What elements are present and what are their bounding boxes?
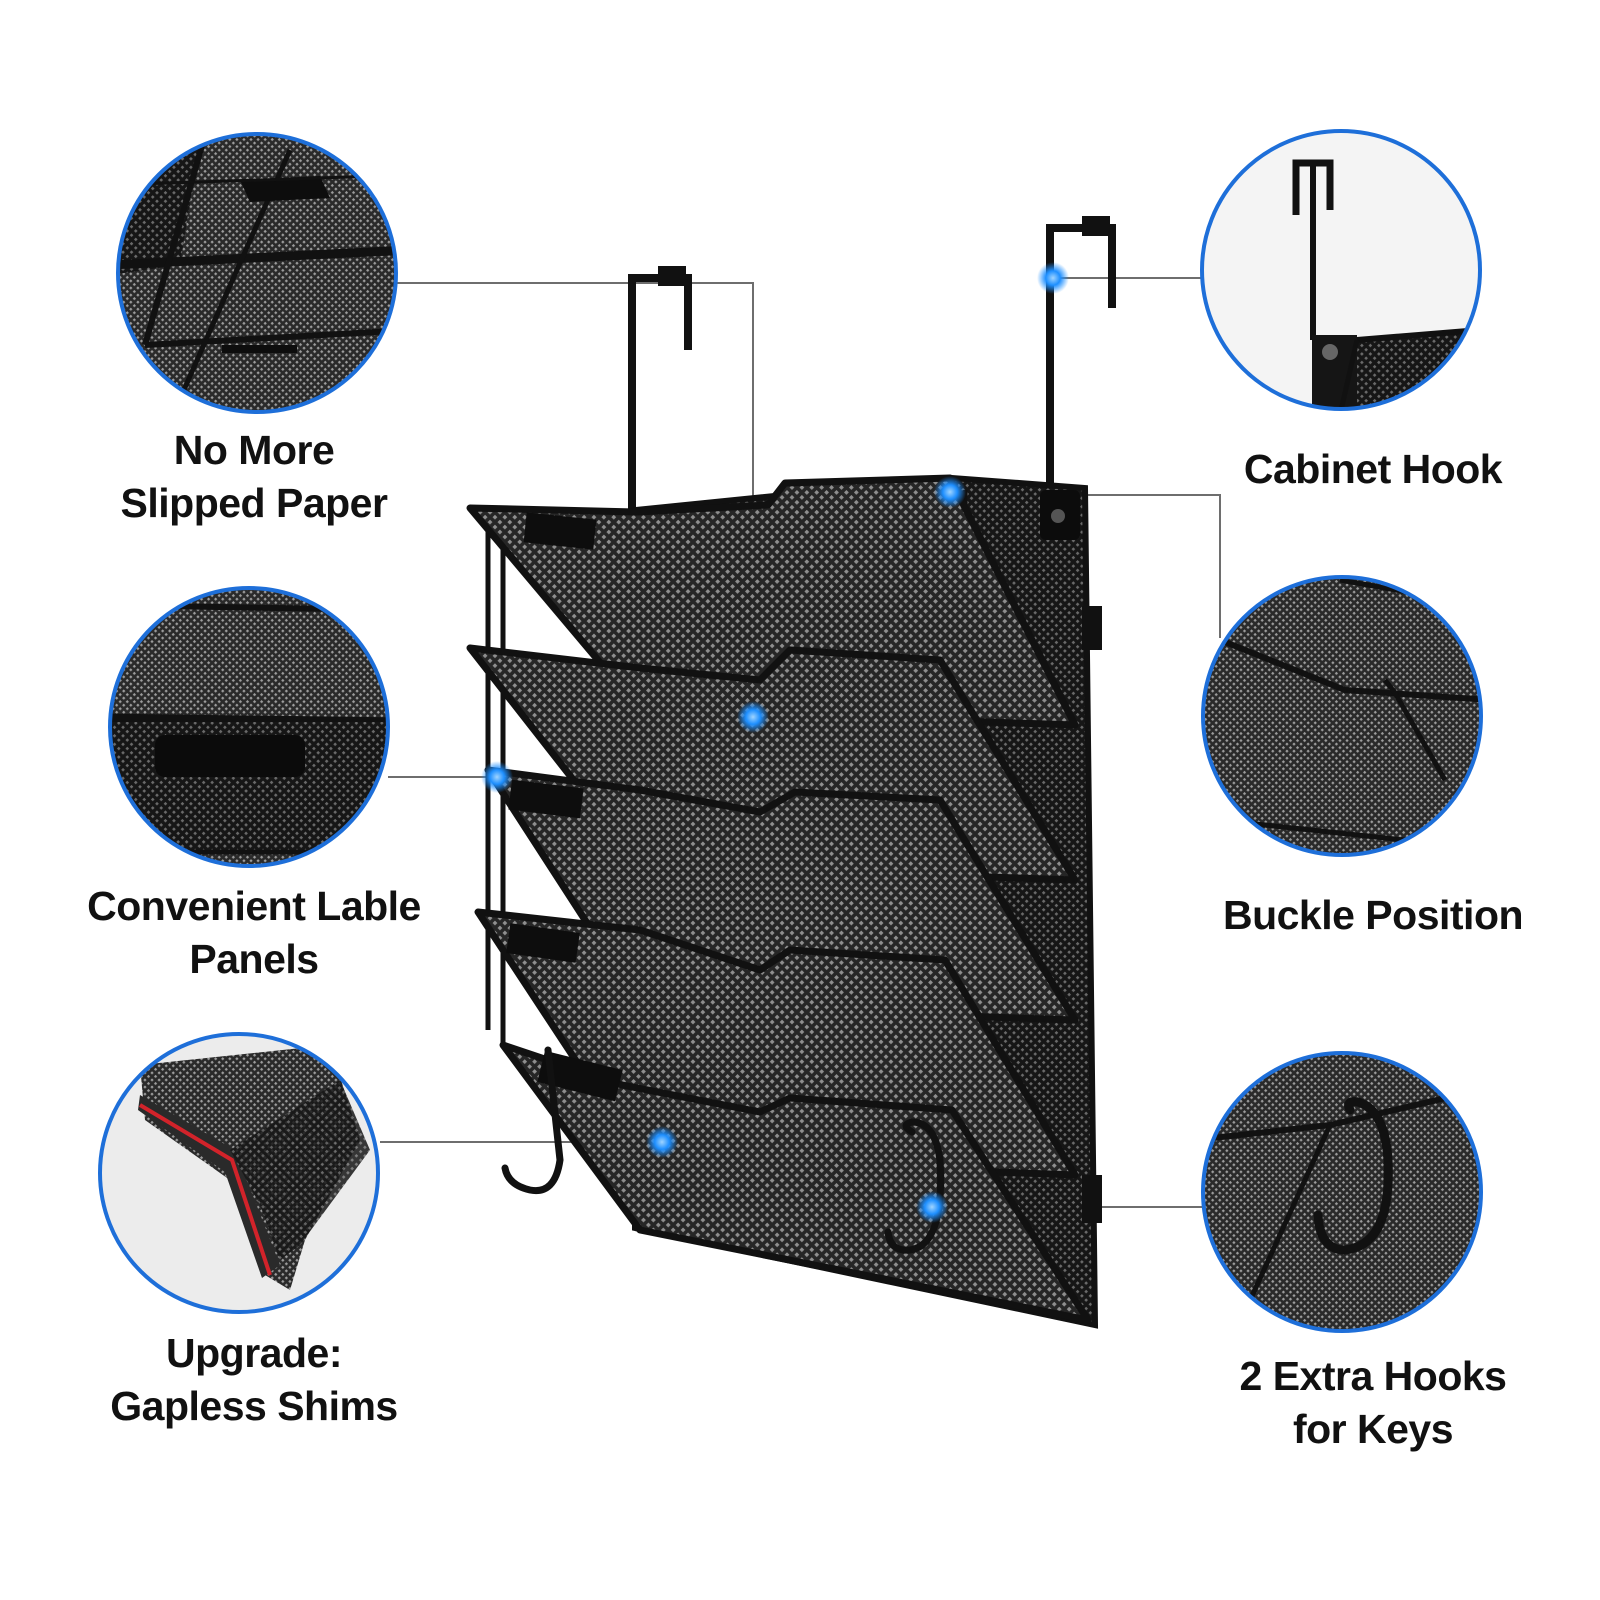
hotspot-dot bbox=[481, 761, 513, 793]
key-hook-right bbox=[884, 1118, 945, 1254]
callout-slipped-paper-line1: No More bbox=[173, 427, 335, 473]
detail-circle-slipped-paper bbox=[116, 132, 398, 414]
cabinet-hook-left bbox=[628, 266, 692, 515]
detail-circle-label-panels bbox=[108, 586, 390, 868]
callout-buckle-position-line1: Buckle Position bbox=[1222, 892, 1524, 938]
callout-extra-hooks: 2 Extra Hooks for Keys bbox=[1163, 1350, 1583, 1456]
wall-file-organizer bbox=[466, 216, 1116, 1329]
callout-label-panels-line1: Convenient Lable bbox=[87, 883, 421, 929]
detail-circle-cabinet-hook bbox=[1200, 129, 1482, 411]
detail-circle-gapless-shims bbox=[98, 1032, 380, 1314]
callout-extra-hooks-line2: for Keys bbox=[1292, 1406, 1454, 1452]
detail-circle-extra-hooks bbox=[1201, 1051, 1483, 1333]
callout-slipped-paper: No More Slipped Paper bbox=[44, 424, 464, 530]
callout-cabinet-hook: Cabinet Hook bbox=[1163, 443, 1583, 496]
hotspot-dot bbox=[916, 1191, 948, 1223]
hotspot-markers bbox=[481, 262, 1069, 1223]
callout-buckle-position: Buckle Position bbox=[1163, 889, 1583, 942]
pocket-tier-5 bbox=[499, 1041, 1092, 1324]
leader-line-buckle-position bbox=[1077, 494, 1221, 638]
hotspot-dot bbox=[934, 476, 966, 508]
hotspot-dot bbox=[737, 701, 769, 733]
callout-gapless-shims: Upgrade: Gapless Shims bbox=[44, 1327, 464, 1433]
callout-slipped-paper-line2: Slipped Paper bbox=[120, 480, 388, 526]
callout-extra-hooks-line1: 2 Extra Hooks bbox=[1239, 1353, 1507, 1399]
callout-cabinet-hook-line1: Cabinet Hook bbox=[1243, 446, 1503, 492]
callout-label-panels-line2: Panels bbox=[189, 936, 319, 982]
callout-label-panels: Convenient Lable Panels bbox=[44, 880, 464, 986]
key-hook-left bbox=[501, 1046, 564, 1195]
hotspot-dot bbox=[1037, 262, 1069, 294]
detail-circle-buckle-position bbox=[1201, 575, 1483, 857]
callout-gapless-shims-line2: Gapless Shims bbox=[110, 1383, 398, 1429]
callout-gapless-shims-line1: Upgrade: bbox=[166, 1330, 342, 1376]
cabinet-hook-right bbox=[1046, 216, 1116, 485]
hotspot-dot bbox=[646, 1126, 678, 1158]
